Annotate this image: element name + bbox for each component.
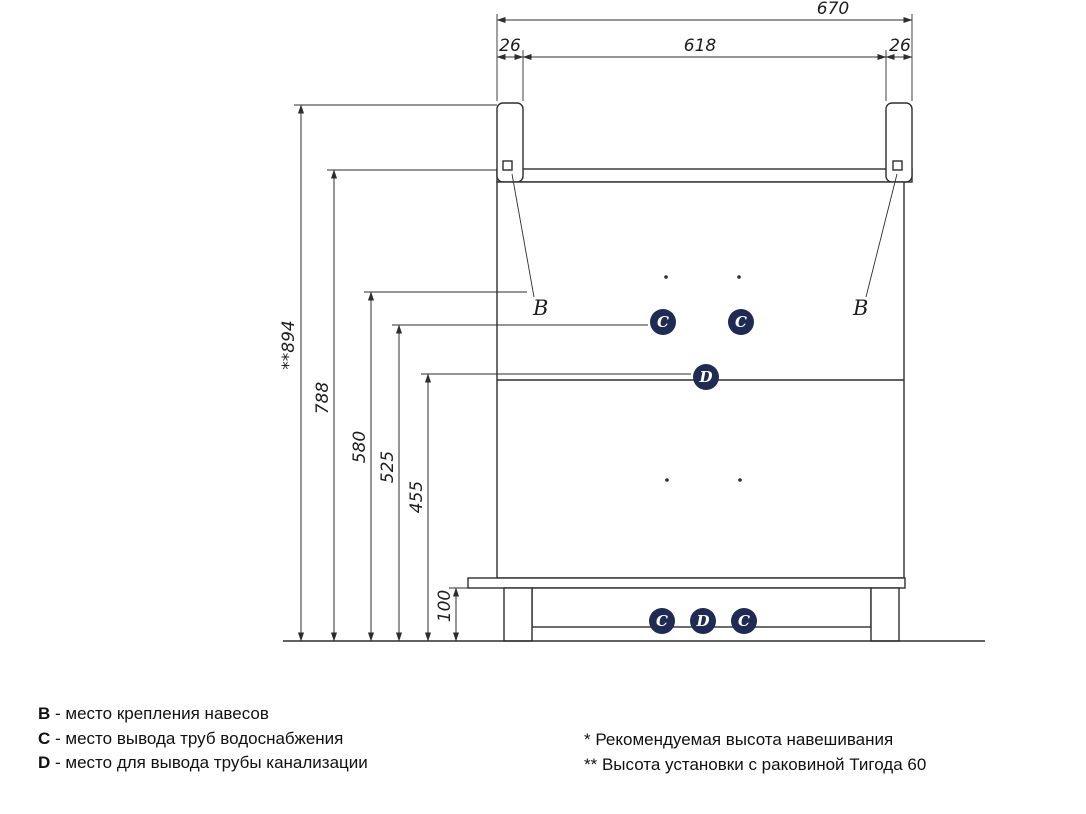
footnote-2: ** Высота установки с раковиной Тигода 6… xyxy=(584,754,927,774)
hole-dot xyxy=(665,478,669,482)
marker-d-drain: D xyxy=(693,364,719,390)
b-label-right: B xyxy=(852,296,868,320)
dim-618-label: 618 xyxy=(684,36,717,56)
footnotes: * Рекомендуемая высота навешивания ** Вы… xyxy=(584,728,926,777)
dim-455-label: 455 xyxy=(407,481,427,513)
dim-670-label: 670 xyxy=(817,0,849,19)
right-fastener-mark xyxy=(892,160,903,171)
left-fastener-mark xyxy=(502,160,513,171)
legend-text-c: - место вывода труб водоснабжения xyxy=(55,728,344,748)
width-dimensions: 670 26 618 26 xyxy=(496,0,913,101)
dim-26-left-label: 26 xyxy=(499,36,521,56)
footnote-1: * Рекомендуемая высота навешивания xyxy=(584,730,894,749)
legend: B - место крепления навесов C - место вы… xyxy=(38,702,368,776)
marker-c-bottom-right: C xyxy=(731,608,757,634)
b-label-left: B xyxy=(532,296,548,320)
marker-c-letter: C xyxy=(735,313,747,331)
marker-c-bottom-left: C xyxy=(649,608,675,634)
right-leg xyxy=(870,587,900,642)
marker-c-supply-right: C xyxy=(728,309,754,335)
height-dimensions: **894 788 580 525 455 100 xyxy=(279,104,691,642)
legend-item-c: C - место вывода труб водоснабжения xyxy=(38,727,368,752)
dim-788-label: 788 xyxy=(313,382,333,415)
legend-key-d: D xyxy=(38,753,51,773)
marker-d-letter: D xyxy=(695,612,709,630)
bottom-panel xyxy=(467,577,906,589)
marker-c-supply-left: C xyxy=(650,309,676,335)
legend-text-b: - место крепления навесов xyxy=(55,704,269,723)
legend-text-d: - место для вывода трубы канализации xyxy=(55,753,368,773)
dim-580-label: 580 xyxy=(350,431,370,463)
hole-dot xyxy=(664,275,668,279)
legend-item-b: B - место крепления навесов xyxy=(38,702,368,727)
marker-c-letter: C xyxy=(656,612,668,630)
pipe-markers: C C D C D C xyxy=(649,309,757,634)
legend-key-c: C xyxy=(38,728,51,748)
dim-100-label: 100 xyxy=(435,590,455,622)
hole-dot xyxy=(737,275,741,279)
dim-525-label: 525 xyxy=(378,451,398,483)
left-leg xyxy=(503,587,533,642)
cabinet xyxy=(283,102,985,642)
hole-dot xyxy=(738,478,742,482)
cabinet-top-band xyxy=(496,168,913,183)
marker-d-bottom: D xyxy=(690,608,716,634)
dim-894-label: **894 xyxy=(279,320,299,369)
marker-c-letter: C xyxy=(657,313,669,331)
marker-d-letter: D xyxy=(698,368,712,386)
installation-drawing: 670 26 618 26 **894 7 xyxy=(279,0,985,642)
legend-item-d: D - место для вывода трубы канализации xyxy=(38,751,368,776)
marker-c-letter: C xyxy=(738,612,750,630)
dim-26-right-label: 26 xyxy=(889,36,911,56)
legend-key-b: B xyxy=(38,704,51,723)
b-markers: B B xyxy=(511,173,898,320)
